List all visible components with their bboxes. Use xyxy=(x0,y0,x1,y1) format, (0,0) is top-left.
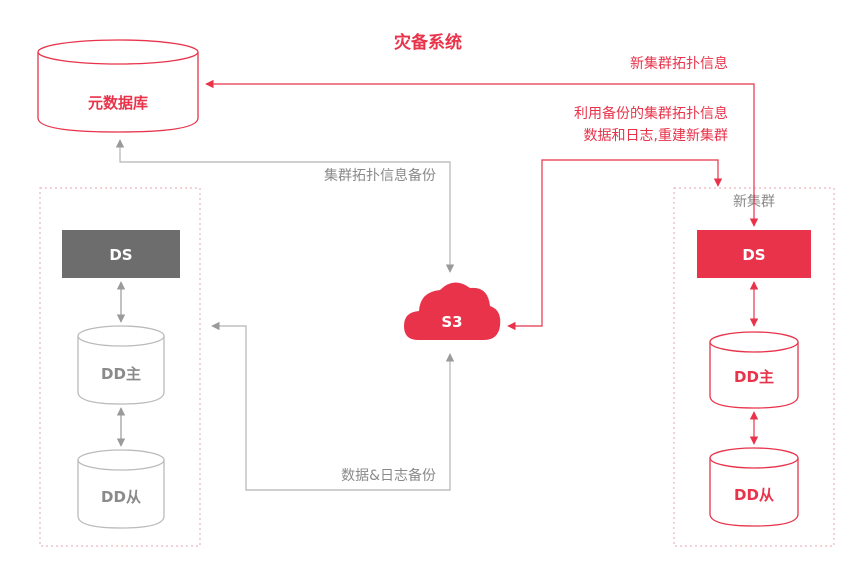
metadata-db-cylinder: 元数据库 xyxy=(37,39,199,133)
s3-label: S3 xyxy=(441,313,462,331)
new-ds-label: DS xyxy=(742,246,765,264)
rebuild-edge xyxy=(507,159,723,331)
rebuild-label-line1: 利用备份的集群拓扑信息 xyxy=(574,105,728,122)
data-log-backup-label: 数据&日志备份 xyxy=(341,467,436,484)
data-log-backup-edge xyxy=(211,321,455,491)
new-dd-master-cylinder: DD主 xyxy=(709,331,799,409)
diagram-title: 灾备系统 xyxy=(394,32,462,53)
old-dd-master-cylinder: DD主 xyxy=(77,325,165,405)
old-ds-box: DS xyxy=(62,230,180,278)
old-dd-slave-label: DD从 xyxy=(101,488,141,506)
new-topology-label: 新集群拓扑信息 xyxy=(630,55,728,72)
rebuild-label-line2: 数据和日志,重建新集群 xyxy=(584,127,728,144)
new-topology-edge xyxy=(205,79,759,227)
topology-backup-label: 集群拓扑信息备份 xyxy=(324,167,436,184)
metadata-db-label: 元数据库 xyxy=(88,94,148,112)
s3-cloud: S3 xyxy=(404,282,501,340)
old-dd-master-label: DD主 xyxy=(101,365,141,383)
old-ds-label: DS xyxy=(109,246,132,264)
new-dd-slave-cylinder: DD从 xyxy=(709,447,799,527)
new-ds-box: DS xyxy=(697,230,811,278)
old-dd-slave-cylinder: DD从 xyxy=(77,449,165,529)
new-dd-slave-label: DD从 xyxy=(734,486,774,504)
new-dd-master-label: DD主 xyxy=(734,368,774,386)
